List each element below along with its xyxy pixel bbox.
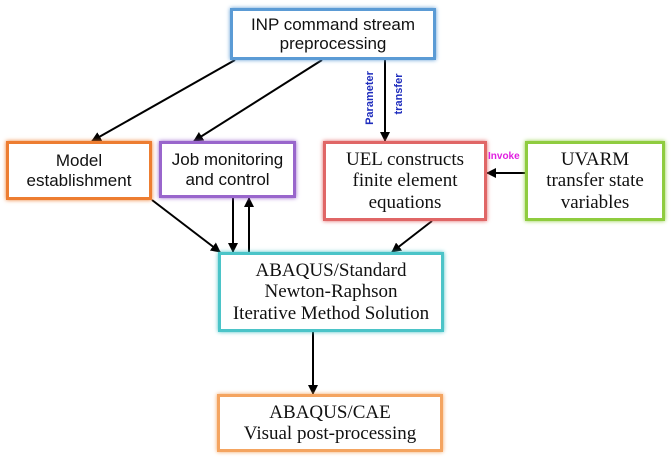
node-cae-line-2: Visual post-processing <box>243 423 417 444</box>
node-inp-line-1: INP command stream <box>250 14 416 34</box>
node-model-establishment: Model establishment <box>6 141 152 200</box>
node-uel-constructs: UEL constructs finite element equations <box>323 141 487 221</box>
node-uel-line-1: UEL constructs <box>345 149 465 171</box>
node-cae-line-1: ABAQUS/CAE <box>269 401 391 423</box>
node-abaqus-cae: ABAQUS/CAE Visual post-processing <box>217 394 443 452</box>
edge-label-parameter: Parameter <box>364 71 376 125</box>
node-job-line-2: and control <box>185 169 270 189</box>
node-uel-line-2: finite element <box>352 170 458 192</box>
node-job-line-1: Job monitoring <box>171 150 284 170</box>
node-inp-preprocessing: INP command stream preprocessing <box>230 8 436 60</box>
node-abaqus-standard: ABAQUS/Standard Newton-Raphson Iterative… <box>218 252 444 332</box>
edge-label-invoke: Invoke <box>488 151 520 162</box>
node-uvarm-line-1: UVARM <box>560 149 630 171</box>
edge-label-transfer: transfer <box>393 73 405 115</box>
node-model-line-1: Model <box>55 151 103 171</box>
node-abaqus-line-2: Newton-Raphson <box>264 281 398 303</box>
node-job-monitoring: Job monitoring and control <box>159 141 296 198</box>
arrow-uel-to-abaqus <box>391 220 433 253</box>
arrow-inp-to-model <box>91 59 236 142</box>
node-uvarm: UVARM transfer state variables <box>525 141 665 221</box>
node-abaqus-line-1: ABAQUS/Standard <box>255 260 407 282</box>
arrow-model-to-abaqus <box>151 199 221 253</box>
node-uel-line-3: equations <box>368 191 442 213</box>
node-inp-line-2: preprocessing <box>279 34 387 53</box>
node-abaqus-line-3: Iterative Method Solution <box>232 302 430 324</box>
node-uvarm-line-3: variables <box>560 191 630 213</box>
arrow-inp-to-job <box>193 59 323 142</box>
node-uvarm-line-2: transfer state <box>546 170 644 192</box>
node-model-line-2: establishment <box>26 170 132 190</box>
